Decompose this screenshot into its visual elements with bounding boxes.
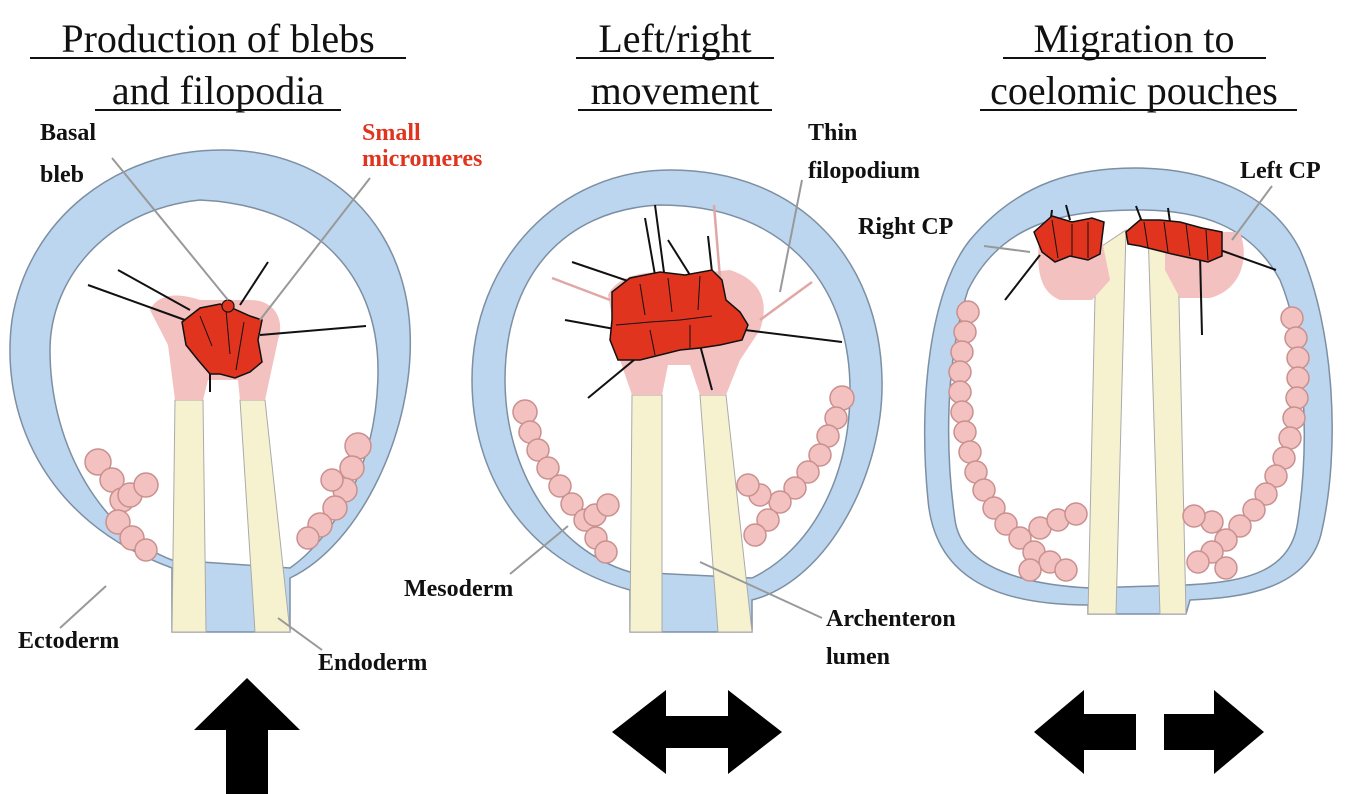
right-cp-label: Right CP [858,214,953,240]
left-arrow-icon [1034,690,1136,774]
panel-3-title: Migration to coelomic pouches [980,16,1297,113]
thin-filopodium-label-1: Thin [808,120,857,146]
archenteron-label-2: lumen [826,644,890,670]
panel-3-title-line1: Migration to [1033,16,1234,61]
panel-2-title-line1: Left/right [598,16,751,61]
double-arrow-icon [612,690,782,774]
mesoderm-cells-right [1183,307,1309,579]
thin-filopodium-label-2: filopodium [808,158,920,184]
endoderm-label: Endoderm [318,650,427,676]
small-micromeres-label-2: micromeres [362,146,482,172]
panel-1-title-line1: Production of blebs [61,16,374,61]
archenteron-label-1: Archenteron [826,606,956,632]
endoderm-left [172,400,206,632]
endoderm-left [630,395,662,632]
mesoderm-label: Mesoderm [404,576,513,602]
up-arrow-icon [194,678,300,794]
panel-2-title-line2: movement [591,68,760,113]
panel-1-title: Production of blebs and filopodia [30,16,406,113]
ectoderm-shape [472,170,882,632]
small-micromeres-label-1: Small [362,120,421,146]
mesoderm-cells-left [949,301,1087,581]
basal-bleb-label-1: Basal [40,120,96,146]
panel-2-title: Left/right movement [576,16,774,113]
right-arrow-icon [1164,690,1264,774]
panel-3-title-line2: coelomic pouches [990,68,1278,113]
basal-bleb-label-2: bleb [40,162,84,188]
embryo-panel-3: Right CP Left CP [858,158,1332,614]
panel-1-title-line2: and filopodia [112,68,324,113]
embryo-panel-2: Thin filopodium Mesoderm Archenteron lum… [404,120,956,670]
ectoderm-label: Ectoderm [18,628,119,654]
left-cp-label: Left CP [1240,158,1321,184]
